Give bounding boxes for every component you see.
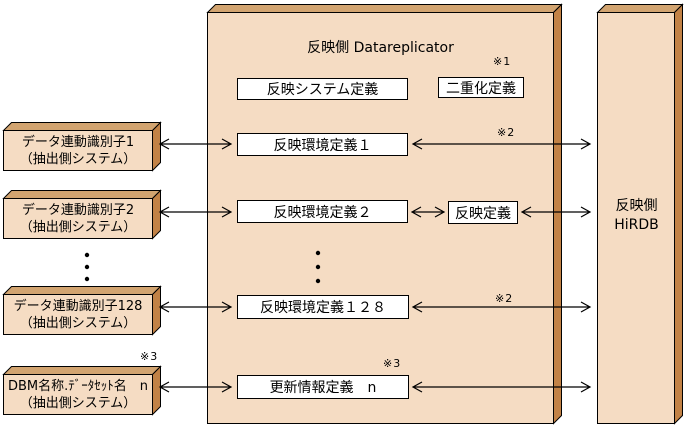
source-box-128	[2, 285, 162, 336]
source-box-128-line2: （抽出側システム）	[19, 315, 137, 331]
source-box-n-top-face	[2, 366, 162, 375]
datareplicator-box-top-face	[206, 4, 563, 13]
note-1-duplex: ※1	[493, 55, 512, 68]
hirdb-label-line2: HiRDB	[614, 217, 659, 233]
hirdb-box-top-face	[596, 4, 684, 13]
source-box-n-front-face	[3, 374, 153, 415]
source-box-1-line1: データ連動識別子1	[21, 134, 135, 150]
source-box-2-top-face	[2, 190, 162, 199]
arrow-sourcen-updn	[158, 381, 233, 393]
source-box-128-front-face	[3, 294, 153, 335]
datareplicator-title: 反映側 Datareplicator	[307, 40, 454, 56]
source-box-128-top-face	[2, 286, 162, 295]
source-box-n-line1: DBM名称.ﾃﾞｰﾀｾｯﾄ名 n	[7, 378, 149, 394]
source-box-2-side-face	[152, 189, 161, 240]
arrow-env2-reflect	[410, 206, 446, 218]
source-box-128-side-face	[152, 285, 161, 336]
arrow-updn-hirdb	[411, 381, 592, 393]
source-box-1-front-face	[3, 130, 153, 171]
hirdb-label-line1: 反映側	[615, 198, 658, 214]
hirdb-label: 反映側 HiRDB	[598, 197, 675, 235]
hirdb-box-side-face	[674, 3, 683, 425]
note-2-env128: ※2	[495, 292, 514, 305]
hirdb-box	[596, 3, 684, 425]
source-box-1-label: データ連動識別子1 （抽出側システム）	[4, 132, 152, 169]
source-box-2-line2: （抽出側システム）	[19, 219, 137, 235]
system-definition-box: 反映システム定義	[237, 78, 408, 100]
env-definition-128-box: 反映環境定義１２８	[237, 295, 409, 319]
source-box-128-line1: データ連動識別子128	[13, 298, 143, 314]
source-box-2	[2, 189, 162, 240]
source-box-2-label: データ連動識別子2 （抽出側システム）	[4, 200, 152, 237]
datareplicator-box-side-face	[553, 3, 562, 425]
source-box-n-line2: （抽出側システム）	[19, 395, 137, 411]
source-box-n-side-face	[152, 365, 161, 416]
arrow-source128-env128	[158, 301, 233, 313]
note-3-source: ※3	[140, 350, 159, 363]
source-box-128-label: データ連動識別子128 （抽出側システム）	[4, 296, 152, 333]
ellipsis-sources	[84, 252, 90, 282]
source-box-1-top-face	[2, 122, 162, 131]
arrow-source2-env2	[158, 206, 233, 218]
duplex-definition-box: 二重化定義	[438, 77, 524, 98]
env-definition-1-box: 反映環境定義１	[237, 133, 408, 156]
arrow-reflect-hirdb	[520, 206, 592, 218]
note-2-env1: ※2	[497, 126, 516, 139]
source-box-n	[2, 365, 162, 416]
arrow-env1-hirdb	[411, 138, 592, 150]
source-box-1-line2: （抽出側システム）	[19, 151, 137, 167]
ellipsis-definitions	[315, 250, 321, 284]
source-box-2-front-face	[3, 198, 153, 239]
source-box-1-side-face	[152, 121, 161, 172]
env-definition-2-box: 反映環境定義２	[237, 200, 408, 223]
source-box-1	[2, 121, 162, 172]
update-info-definition-box: 更新情報定義 n	[237, 375, 409, 399]
hirdb-box-front-face	[597, 12, 675, 424]
source-box-2-line1: データ連動識別子2	[21, 202, 135, 218]
arrow-source1-env1	[158, 138, 233, 150]
note-3-updateinfo: ※3	[383, 357, 402, 370]
arrow-env128-hirdb	[411, 301, 592, 313]
source-box-n-label: DBM名称.ﾃﾞｰﾀｾｯﾄ名 n （抽出側システム）	[4, 376, 152, 413]
reflect-definition-box: 反映定義	[448, 201, 518, 224]
